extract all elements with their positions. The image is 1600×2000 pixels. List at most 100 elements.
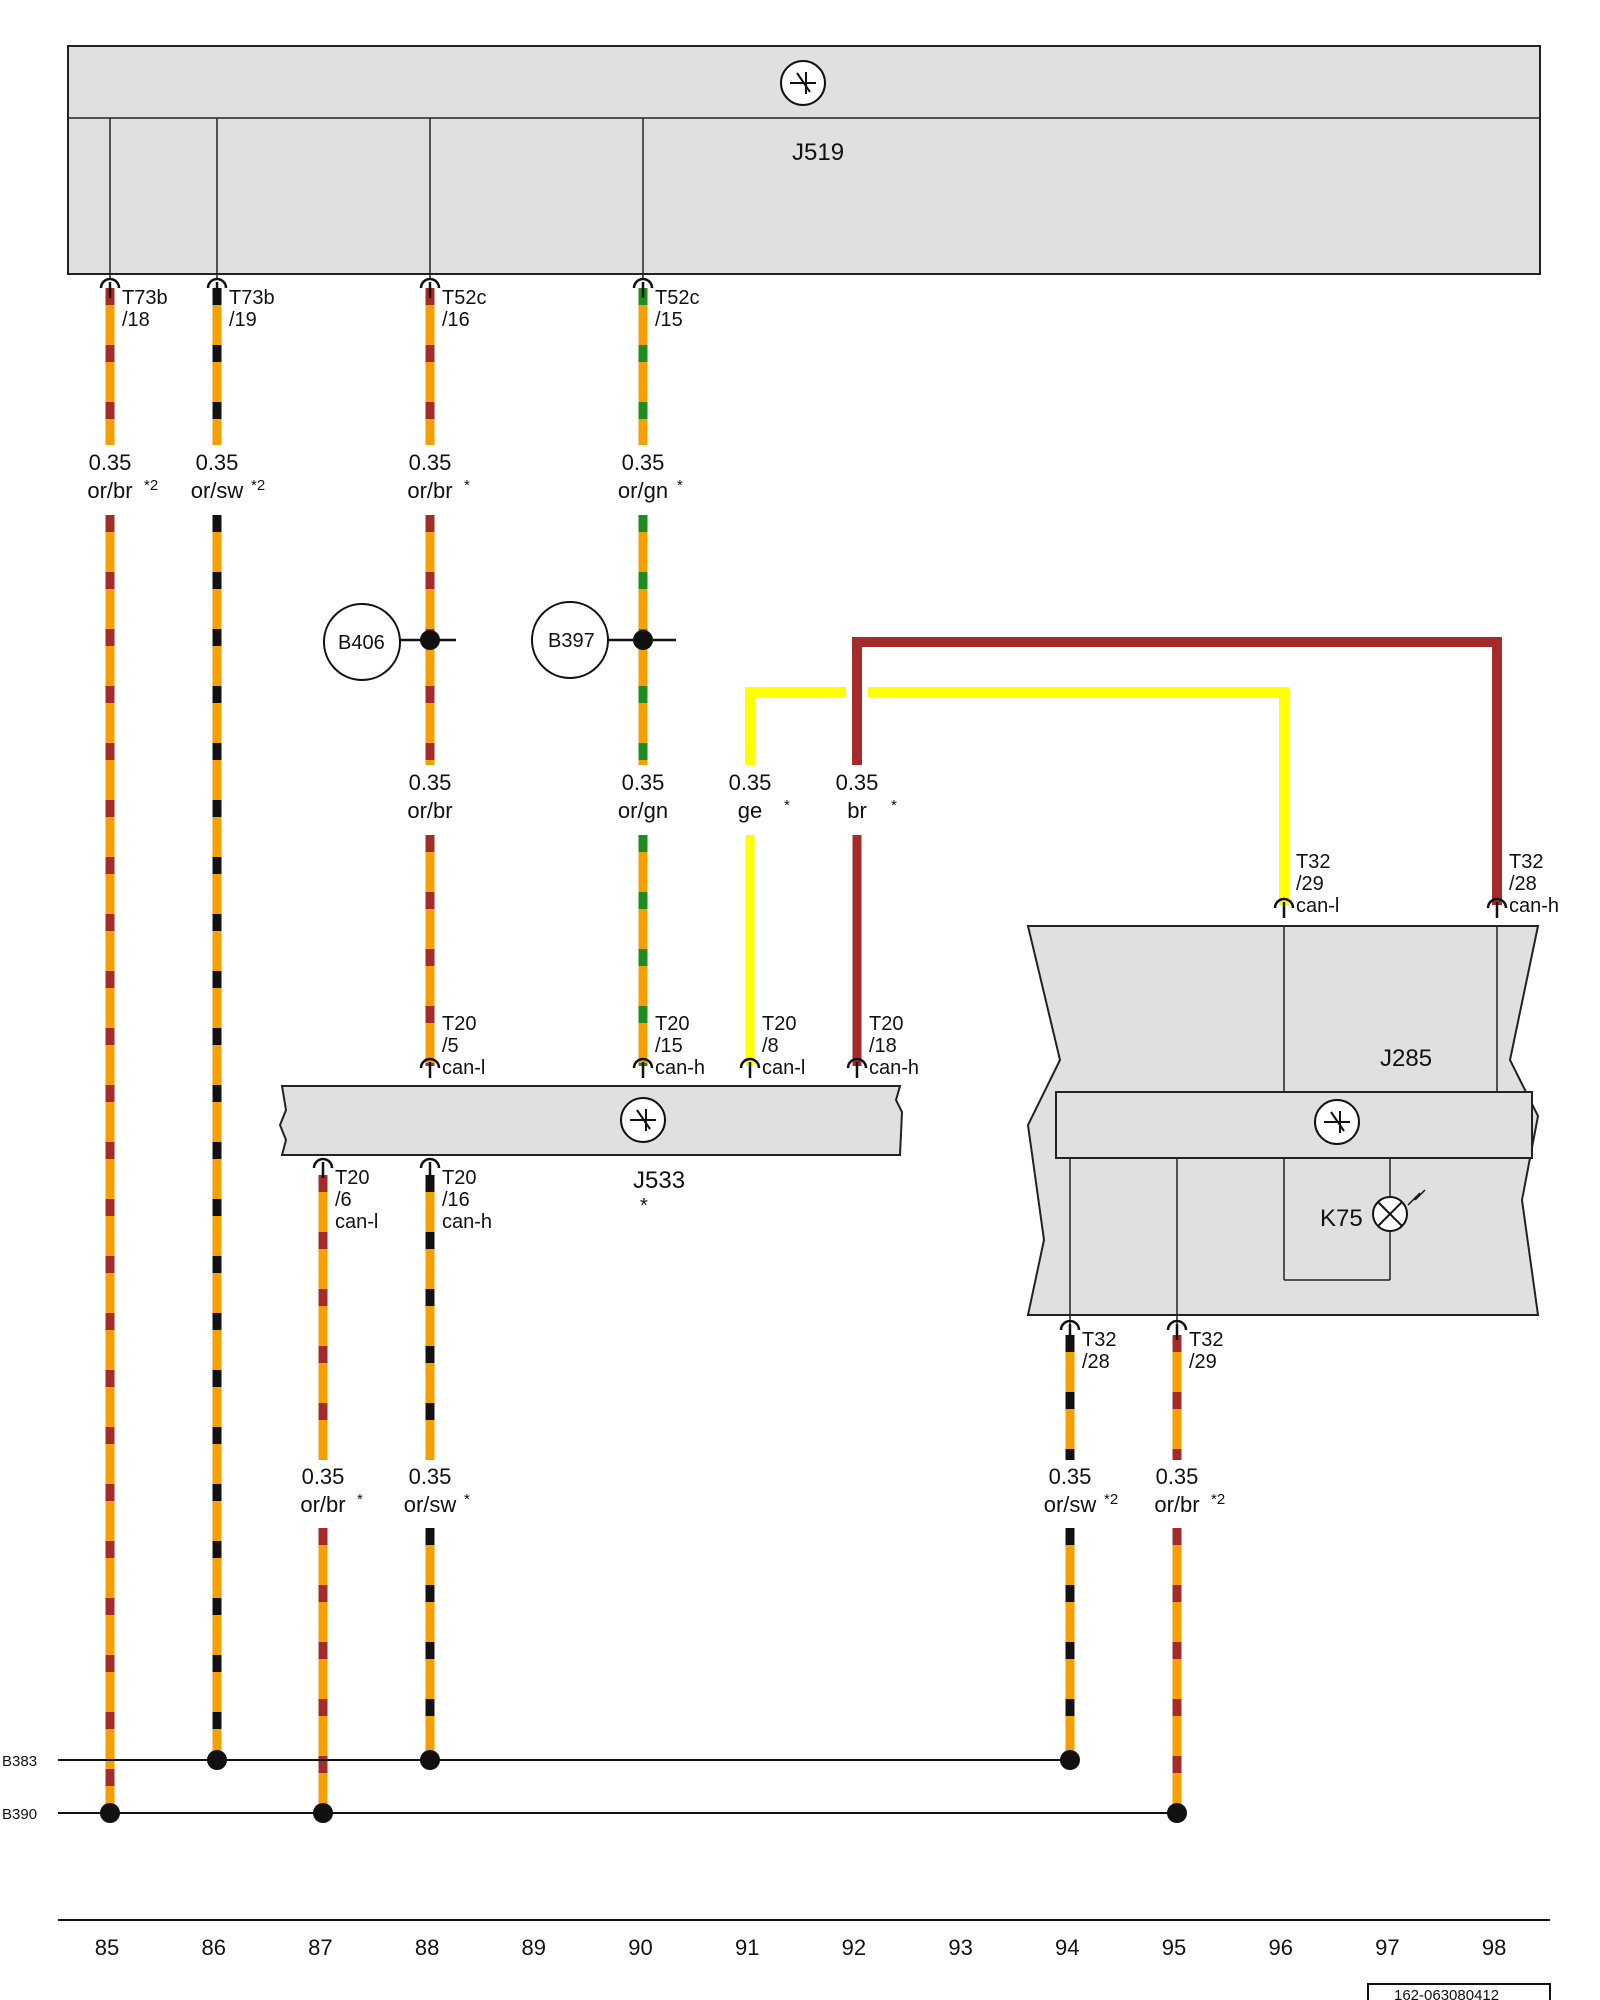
- connector-label: T20: [655, 1013, 689, 1035]
- connector-pin-c86: T73b/19: [206, 277, 275, 331]
- wire-note: *: [677, 477, 683, 494]
- wire-color: or/sw: [1044, 1492, 1097, 1517]
- j519-unit[interactable]: J519: [67, 45, 1541, 275]
- connector-label: can-l: [762, 1057, 805, 1079]
- wire-note: *2: [251, 477, 265, 494]
- wire-color: or/br: [300, 1492, 345, 1517]
- wire-label-w91: 0.35 ge *: [729, 770, 790, 823]
- connector-label: /8: [762, 1035, 779, 1057]
- wire-note: *: [784, 797, 790, 814]
- connector-label: /18: [122, 309, 150, 331]
- connector-label: can-l: [335, 1211, 378, 1233]
- connector-label: T32: [1189, 1329, 1223, 1351]
- wire-note: *: [464, 477, 470, 494]
- column-number: 91: [735, 1935, 759, 1960]
- column-number: 97: [1375, 1935, 1399, 1960]
- junction-dot: [313, 1803, 333, 1823]
- j285-label: J285: [1380, 1045, 1432, 1072]
- splice-b397[interactable]: B397: [531, 601, 676, 679]
- wire-size: 0.35: [729, 770, 772, 795]
- wire-size: 0.35: [409, 1464, 452, 1489]
- connector-label: T32: [1509, 851, 1543, 873]
- connector-pin-t32_29_bot: T32/29: [1166, 1319, 1223, 1373]
- wire-color: br: [847, 798, 867, 823]
- wire-color: or/sw: [191, 478, 244, 503]
- k75-label: K75: [1320, 1205, 1363, 1232]
- connector-pin-c85: T73b/18: [99, 277, 168, 331]
- connector-label: can-h: [1509, 895, 1559, 917]
- connector-label: /15: [655, 309, 683, 331]
- connector-label: /29: [1189, 1351, 1217, 1373]
- column-number: 87: [308, 1935, 332, 1960]
- column-number: 96: [1268, 1935, 1292, 1960]
- wire-color: or/sw: [404, 1492, 457, 1517]
- connector-label: T73b: [122, 287, 168, 309]
- splice-b406[interactable]: B406: [323, 603, 456, 681]
- connector-label: /16: [442, 1189, 470, 1211]
- connector-label: can-h: [655, 1057, 705, 1079]
- connector-pins-layer: T73b/18T73b/19T52c/16T52c/15T20/5can-lT2…: [99, 277, 1559, 1373]
- connector-label: T20: [442, 1013, 476, 1035]
- bus-b390: B390: [2, 1806, 1177, 1823]
- j519-label: J519: [792, 139, 844, 166]
- connector-label: T20: [762, 1013, 796, 1035]
- column-number: 95: [1162, 1935, 1186, 1960]
- connector-label: can-l: [1296, 895, 1339, 917]
- wire-color: or/br: [1154, 1492, 1199, 1517]
- j285-unit[interactable]: J285 K75: [1026, 925, 1540, 1330]
- connector-pin-c90: T52c/15: [632, 277, 699, 331]
- j519-transistor-icon: [780, 60, 826, 106]
- junction-dot: [100, 1803, 120, 1823]
- wire-92-brown-upper: [852, 637, 1502, 905]
- b406-label: B406: [338, 632, 385, 654]
- connector-label: /6: [335, 1189, 352, 1211]
- wire-size: 0.35: [622, 450, 665, 475]
- wire-size: 0.35: [1156, 1464, 1199, 1489]
- j533-unit[interactable]: J533 *: [278, 1085, 904, 1217]
- connector-label: T32: [1082, 1329, 1116, 1351]
- wire-labels-layer: 0.35or/br*20.35or/sw*20.35or/br*0.35or/g…: [87, 450, 1225, 1517]
- column-number: 93: [948, 1935, 972, 1960]
- column-number: 94: [1055, 1935, 1079, 1960]
- column-number: 92: [842, 1935, 866, 1960]
- connector-label: /19: [229, 309, 257, 331]
- wire-note: *2: [144, 477, 158, 494]
- wire-note: *: [464, 1491, 470, 1508]
- connector-label: T20: [335, 1167, 369, 1189]
- wire-size: 0.35: [622, 770, 665, 795]
- column-number: 90: [628, 1935, 652, 1960]
- junction-dot: [1060, 1750, 1080, 1770]
- wire-size: 0.35: [1049, 1464, 1092, 1489]
- k75-lamp-icon: [1372, 1189, 1426, 1232]
- page-ref-text: 162-063080412: [1394, 1987, 1499, 2000]
- junction-dot: [207, 1750, 227, 1770]
- connector-label: /16: [442, 309, 470, 331]
- junction-dot: [1167, 1803, 1187, 1823]
- wire-color: or/br: [407, 798, 452, 823]
- bus-b383: B383: [2, 1753, 1070, 1770]
- column-number: 98: [1482, 1935, 1506, 1960]
- b397-label: B397: [548, 630, 595, 652]
- wire-size: 0.35: [302, 1464, 345, 1489]
- wire-size: 0.35: [89, 450, 132, 475]
- column-number: 89: [522, 1935, 546, 1960]
- connector-label: T52c: [655, 287, 699, 309]
- wire-color: ge: [738, 798, 762, 823]
- j533-transistor-icon: [620, 1097, 666, 1143]
- connector-label: T20: [442, 1167, 476, 1189]
- wire-size: 0.35: [196, 450, 239, 475]
- j285-transistor-icon: [1314, 1099, 1360, 1145]
